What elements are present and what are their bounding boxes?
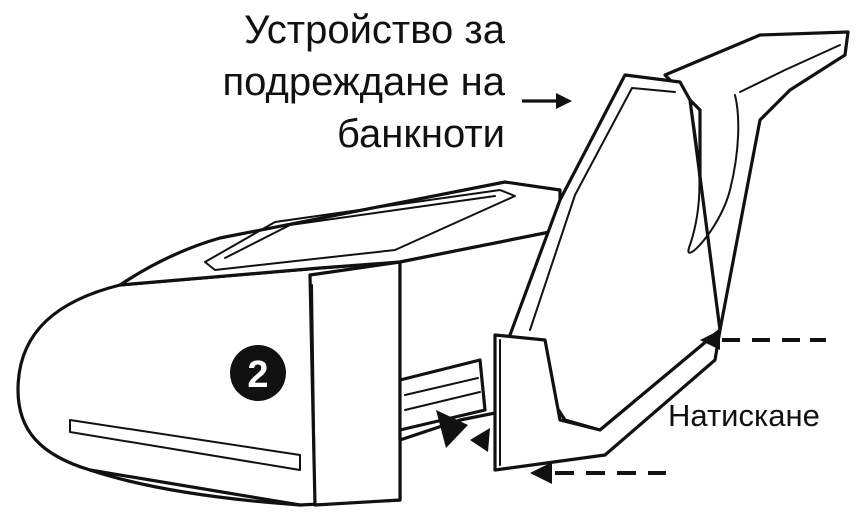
stacker-label-line-3: банкноти	[337, 112, 505, 156]
dashed-arrow-left-icon	[530, 462, 666, 484]
banknote-stacker	[493, 30, 850, 472]
step-badge: 2	[230, 345, 286, 401]
dashed-arrow-left-icon	[700, 330, 826, 350]
stacker-label-line-1: Устройство за	[244, 8, 505, 52]
triangle-arrow-icon	[436, 410, 490, 452]
arrow-right-icon	[522, 93, 572, 109]
press-label: Натискане	[668, 398, 820, 433]
stacker-label-line-2: подреждане на	[222, 60, 505, 104]
device-body	[16, 180, 562, 507]
stacker-label: Устройство за подреждане на банкноти	[175, 4, 505, 160]
step-number: 2	[247, 354, 268, 396]
